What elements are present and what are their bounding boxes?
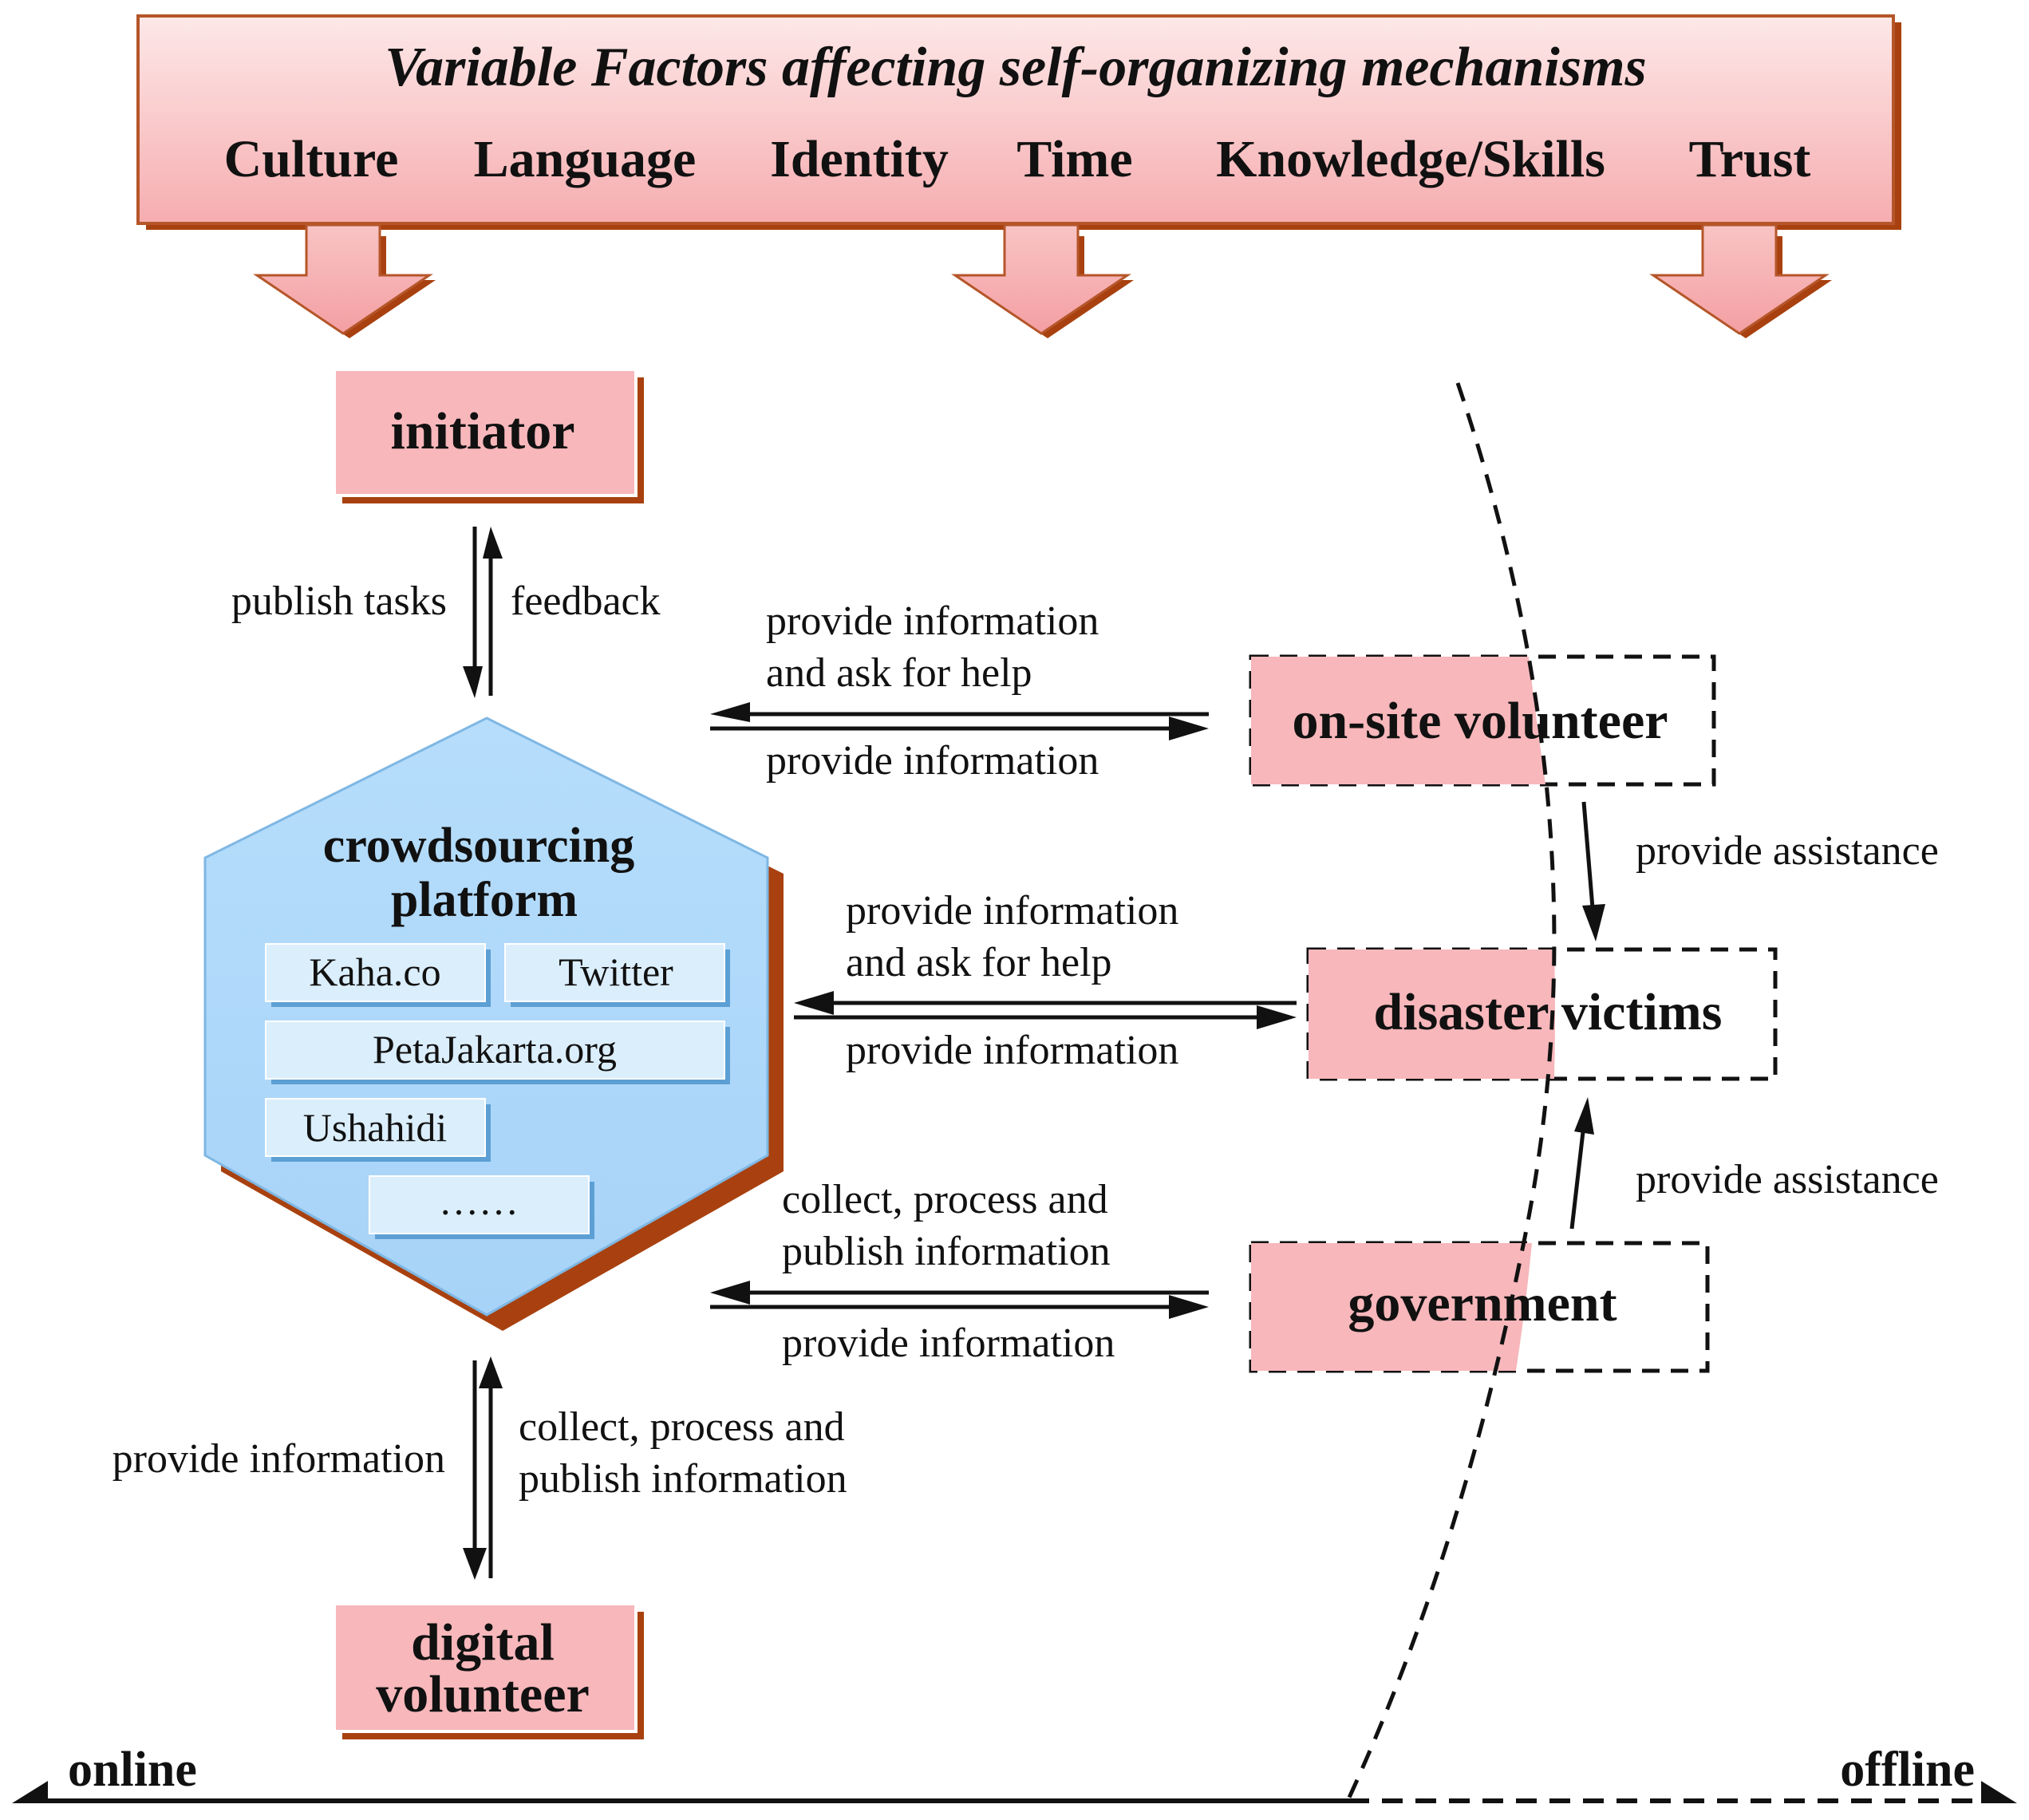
disaster-victims-label: disaster victims (1374, 983, 1723, 1041)
factor-language: Language (474, 130, 697, 188)
factor-identity: Identity (770, 130, 949, 188)
app-label-ushahidi: Ushahidi (303, 1105, 448, 1150)
platform-onsite-arrows (710, 702, 1209, 740)
label-platform-collect-1: collect, process and (519, 1404, 845, 1450)
banner-down-arrow-center (951, 223, 1134, 338)
label-platform-collect-2: publish information (519, 1456, 847, 1502)
offline-label: offline (1840, 1743, 1975, 1797)
label-platform-to-government: provide information (782, 1321, 1115, 1366)
platform-title-line2: platform (391, 873, 578, 927)
digital-volunteer-label-1: digital (411, 1613, 555, 1672)
factors-banner: Variable Factors affecting self-organizi… (136, 14, 1901, 230)
label-government-collect-2: publish information (782, 1229, 1111, 1274)
factor-trust: Trust (1689, 130, 1811, 188)
app-tile-twitter: Twitter (504, 943, 730, 1007)
online-axis (12, 1781, 1348, 1803)
app-tile-kaha: Kaha.co (265, 943, 491, 1007)
banner-down-arrow-right (1649, 223, 1832, 338)
platform-victims-arrows (794, 991, 1297, 1029)
digital-volunteer-label-2: volunteer (376, 1665, 590, 1723)
factor-knowledge-skills: Knowledge/Skills (1216, 130, 1605, 188)
government-box: government (1249, 1241, 1710, 1373)
banner-down-arrow-left (253, 223, 436, 338)
offline-axis (1348, 1781, 2017, 1803)
label-onsite-provide-info-2: and ask for help (766, 650, 1032, 696)
label-government-provide-assistance: provide assistance (1636, 1157, 1939, 1202)
app-label-more: …… (439, 1178, 519, 1223)
label-government-collect-1: collect, process and (782, 1177, 1108, 1222)
online-offline-boundary (1346, 382, 1557, 1801)
factor-culture: Culture (224, 130, 399, 188)
app-label-petajakarta: PetaJakarta.org (373, 1027, 617, 1072)
online-label: online (68, 1743, 197, 1797)
crowdsourcing-platform: crowdsourcing platform Kaha.co Twitter P… (203, 717, 784, 1331)
label-feedback: feedback (511, 578, 661, 624)
label-platform-to-onsite: provide information (766, 738, 1099, 784)
onsite-to-victims-arrow (1581, 801, 1605, 942)
onsite-volunteer-box: on-site volunteer (1249, 654, 1716, 787)
banner-title: Variable Factors affecting self-organizi… (385, 37, 1647, 98)
label-victims-provide-info-2: and ask for help (846, 940, 1112, 985)
label-onsite-provide-assistance: provide assistance (1636, 828, 1939, 874)
platform-digital-arrows (463, 1356, 503, 1580)
government-label: government (1348, 1274, 1616, 1332)
digital-volunteer-box: digital volunteer (333, 1602, 644, 1739)
label-digital-provide-info: provide information (113, 1436, 445, 1482)
label-publish-tasks: publish tasks (231, 578, 447, 624)
platform-government-arrows (710, 1281, 1209, 1319)
app-tile-more: …… (369, 1175, 594, 1239)
app-tile-petajakarta: PetaJakarta.org (265, 1021, 730, 1084)
factor-time: Time (1016, 130, 1132, 188)
app-label-twitter: Twitter (559, 949, 673, 994)
label-victims-provide-info-1: provide information (846, 888, 1178, 934)
label-platform-to-victims: provide information (846, 1028, 1178, 1073)
government-to-victims-arrow (1569, 1097, 1594, 1230)
initiator-box: initiator (333, 368, 644, 503)
platform-title-line1: crowdsourcing (323, 819, 634, 873)
app-tile-ushahidi: Ushahidi (265, 1098, 491, 1162)
initiator-label: initiator (391, 402, 575, 460)
initiator-platform-arrows (463, 527, 503, 698)
onsite-volunteer-label: on-site volunteer (1292, 692, 1668, 750)
disaster-victims-box: disaster victims (1306, 947, 1778, 1081)
label-onsite-provide-info-1: provide information (766, 598, 1099, 644)
app-label-kaha: Kaha.co (309, 949, 440, 994)
